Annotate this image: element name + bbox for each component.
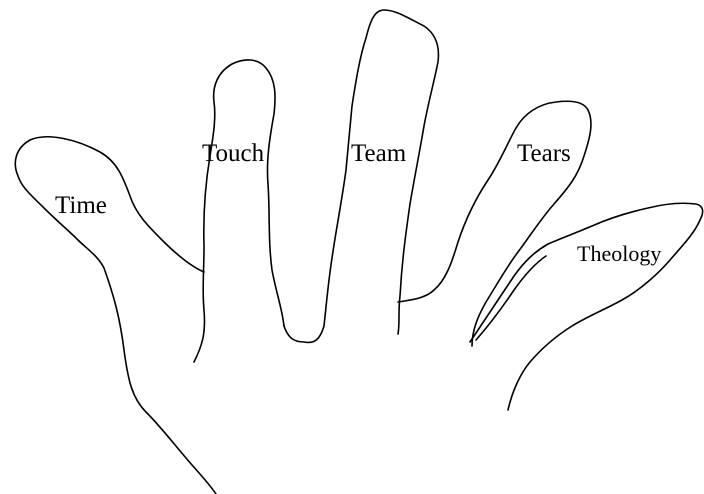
label-touch: Touch (202, 141, 264, 166)
thumb-outline (15, 137, 216, 494)
middle-finger-outline (284, 10, 438, 342)
index-finger-outline (194, 60, 284, 362)
pinky-finger-outline (470, 203, 703, 410)
ring-finger-outline (398, 101, 591, 346)
label-time: Time (55, 193, 107, 218)
label-team: Team (351, 141, 406, 166)
pinky-inner-stroke (476, 256, 546, 340)
label-theology: Theology (577, 243, 661, 265)
label-tears: Tears (517, 141, 571, 166)
